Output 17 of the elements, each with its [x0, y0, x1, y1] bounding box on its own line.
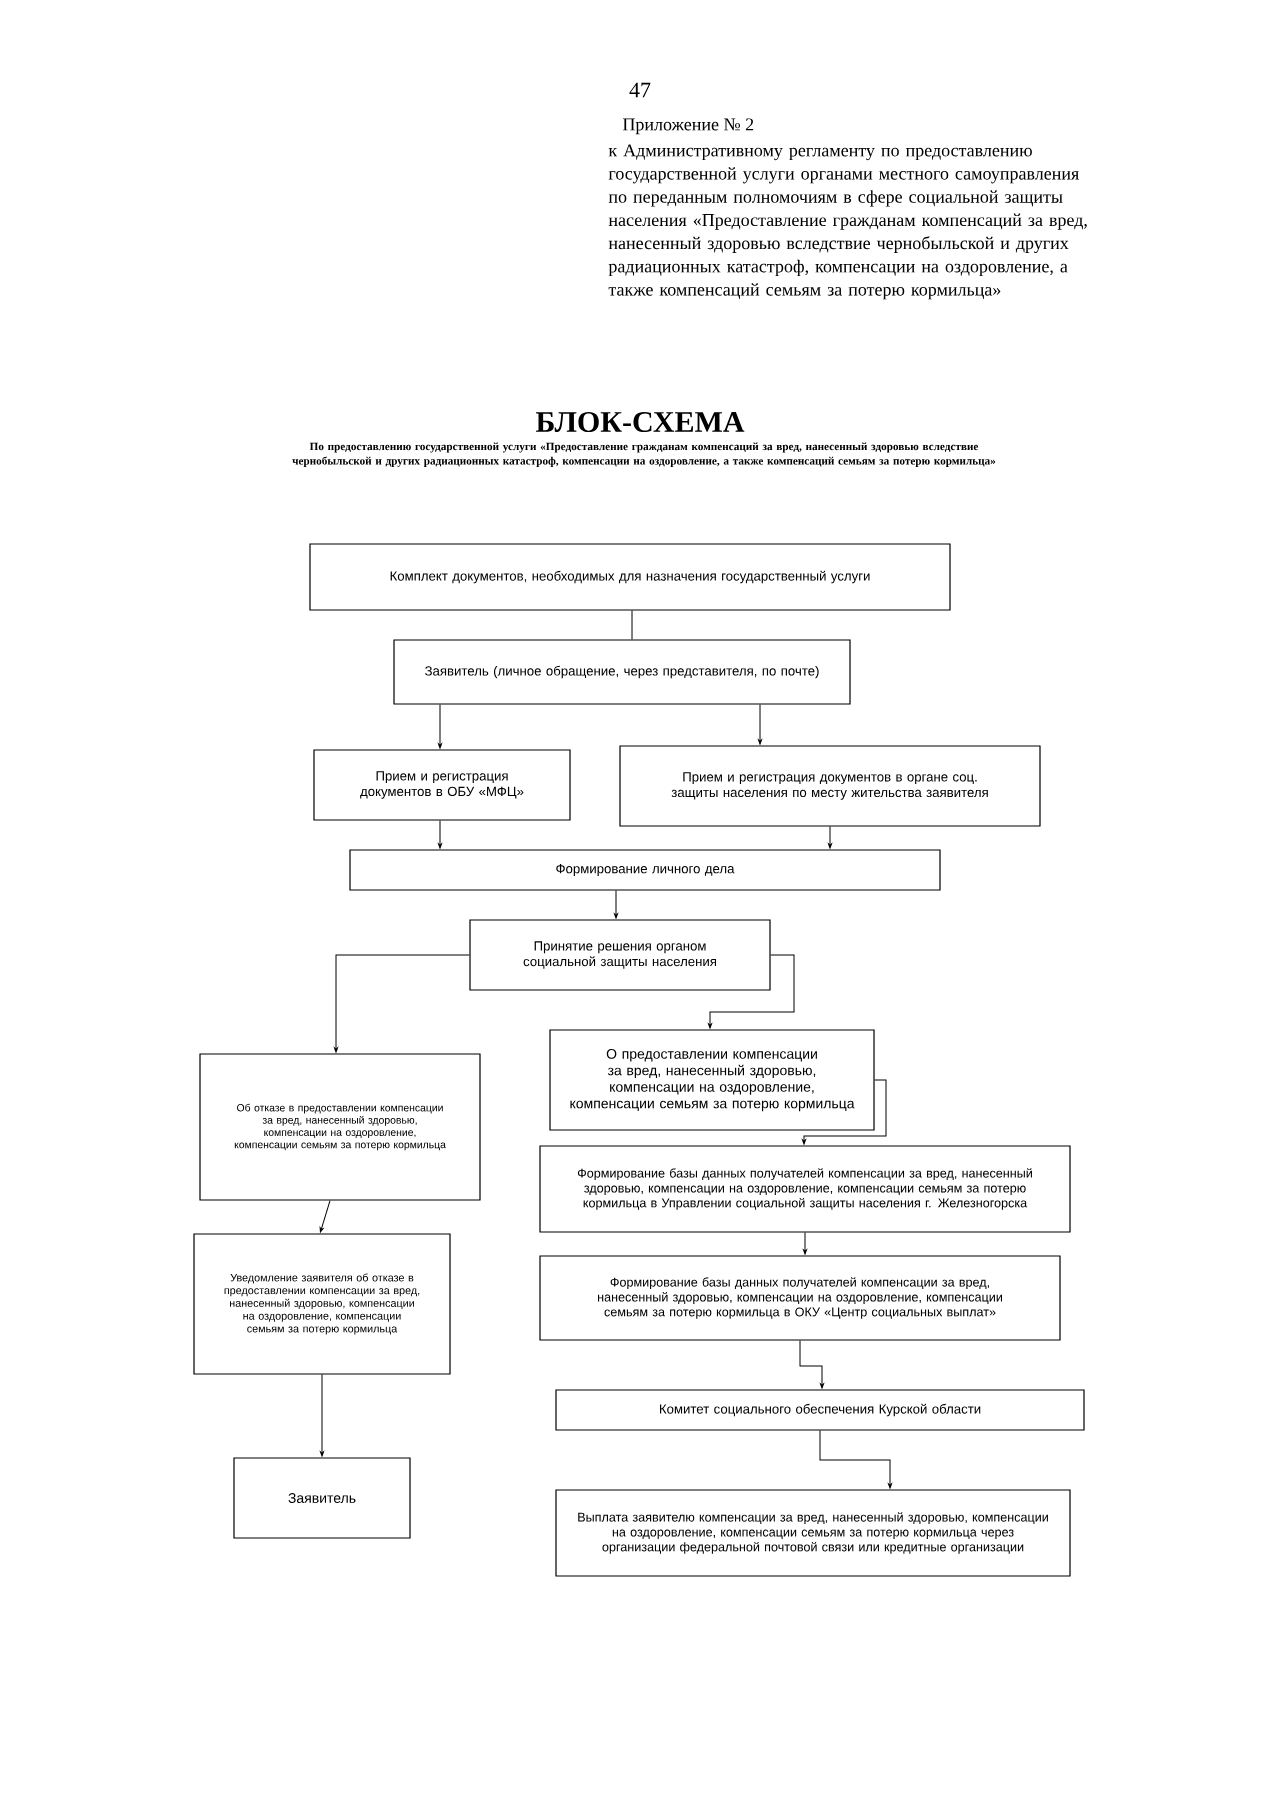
arrow — [803, 1232, 807, 1255]
arrow — [614, 890, 618, 919]
arrow — [438, 820, 442, 849]
arrow — [802, 1079, 887, 1145]
arrow — [758, 704, 762, 745]
arrow — [319, 1200, 331, 1233]
page-number: 47 — [629, 82, 651, 98]
arrow — [708, 954, 795, 1029]
arrow — [799, 1340, 824, 1389]
arrow — [334, 954, 470, 1053]
arrow — [819, 1430, 892, 1489]
arrow — [320, 1374, 324, 1457]
appendix-heading: Приложение № 2 — [622, 118, 754, 135]
arrow — [828, 826, 832, 849]
appendix-text: к Административному регламенту по предоставлению государственной услуги органами местного самоуправления по переданным полномочиям в сфере социальной защиты населения «Предоставление гражданам компенсаций за вред, нанесенный здоровью вследствие чернобыльской и других радиационных катастроф, компенсации на оздоровление, а также компенсаций семьям за потерю кормильца» — [608, 144, 1087, 300]
arrow — [438, 704, 442, 749]
title: БЛОК-СХЕМА — [536, 411, 745, 433]
